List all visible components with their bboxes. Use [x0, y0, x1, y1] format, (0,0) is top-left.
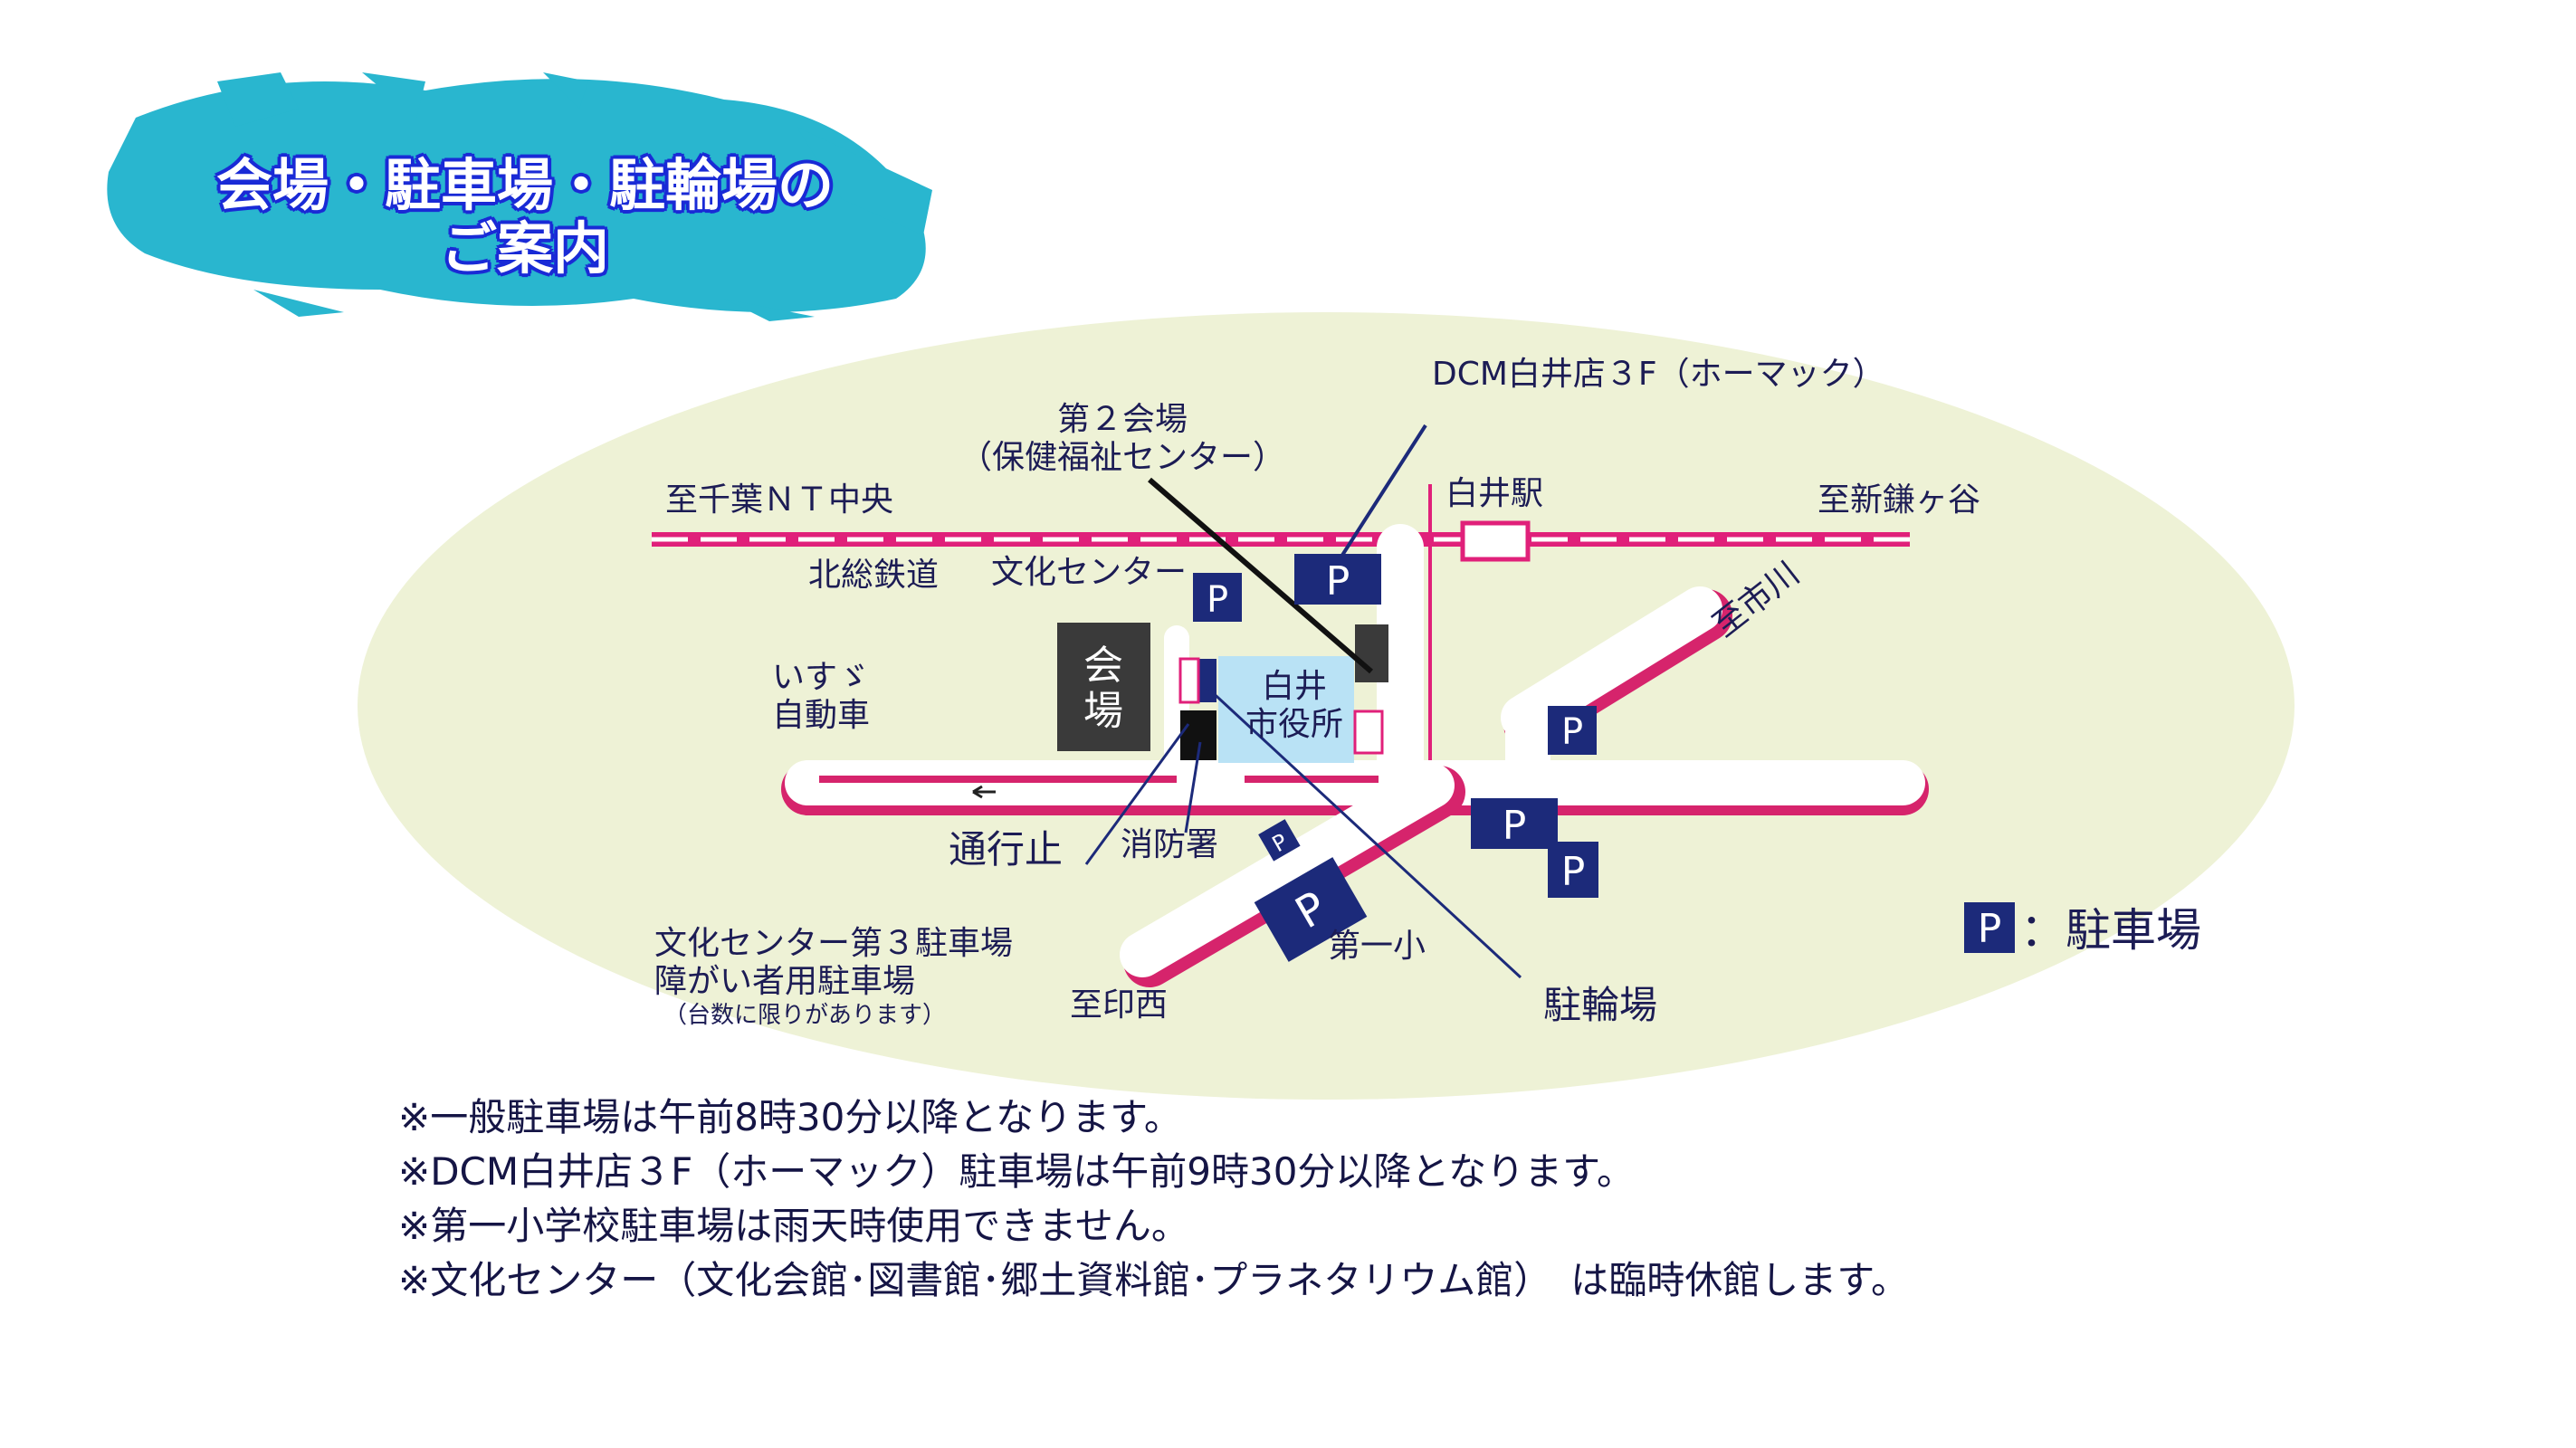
shiroi-station-marker — [1460, 520, 1531, 562]
legend-text: ：駐車場 — [2020, 904, 2201, 957]
direction-arrow — [972, 785, 996, 799]
label-city-hall-line1: 白井 — [1261, 668, 1327, 705]
parking-markers — [1193, 554, 1598, 962]
venue-label-top: 会 — [1083, 643, 1123, 689]
venue-building — [1057, 623, 1150, 751]
label-second-venue-line2: （保健福祉センター） — [959, 439, 1286, 476]
label-bunka-lot-line3: （台数に限りがあります） — [663, 1002, 947, 1029]
label-to-shinkamagaya: 至新鎌ヶ谷 — [1818, 481, 1981, 519]
title-line-2: ご案内 — [440, 215, 609, 281]
city-hall-small-marker — [1353, 710, 1384, 755]
label-bunka-center: 文化センター — [991, 554, 1188, 591]
parking-symbol: P — [1561, 849, 1586, 895]
legend-parking-symbol: P — [1978, 906, 2002, 952]
label-bunka-lot-line2: 障がい者用駐車場 — [654, 963, 916, 1000]
label-isuzu-line1: いすゞ — [772, 659, 871, 696]
page-title: 会場・駐車場・駐輪場の ご案内 — [109, 154, 941, 281]
parking-marker-bunka — [1193, 573, 1242, 622]
parking-marker-south-1 — [1471, 798, 1558, 849]
hokuso-railway-line — [652, 532, 1910, 547]
venue-label-bottom: 場 — [1083, 688, 1123, 734]
label-city-hall-line2: 市役所 — [1245, 706, 1343, 743]
city-hall-block — [1218, 656, 1354, 763]
label-isuzu-line2: 自動車 — [772, 697, 871, 734]
notes-list: ※一般駐車場は午前8時30分以降となります。 ※DCM白井店３F（ホーマック）駐… — [398, 1091, 1909, 1308]
parking-symbol: P — [1207, 579, 1228, 621]
note-item: ※第一小学校駐車場は雨天時使用できません。 — [398, 1204, 1189, 1248]
parking-marker-daiichi — [1254, 857, 1368, 962]
parking-marker-inzai-small — [1258, 819, 1301, 862]
note-item: ※DCM白井店３F（ホーマック）駐車場は午前9時30分以降となります。 — [398, 1149, 1635, 1194]
note-item: ※文化センター（文化会館･図書館･郷土資料館･プラネタリウム館） は臨時休館しま… — [398, 1258, 1909, 1302]
label-dcm: DCM白井店３F（ホーマック） — [1432, 356, 1885, 393]
bicycle-parking-building — [1198, 659, 1216, 702]
road-closed-marker-right — [1245, 776, 1379, 783]
label-bunka-lot-line1: 文化センター第３駐車場 — [654, 925, 1014, 962]
label-second-venue: 第２会場 （保健福祉センター） — [959, 401, 1285, 477]
parking-symbol: P — [1561, 711, 1583, 753]
label-fire-station: 消防署 — [1121, 826, 1219, 863]
label-closed: 通行止 — [949, 827, 1064, 872]
closed-section-marker — [1178, 657, 1200, 704]
note-item: ※一般駐車場は午前8時30分以降となります。 — [398, 1095, 1182, 1139]
label-isuzu: いすゞ 自動車 — [772, 659, 870, 735]
label-bicycle-parking: 駐輪場 — [1543, 983, 1658, 1027]
parking-marker-south-2 — [1548, 842, 1598, 898]
label-shiroi-station: 白井駅 — [1445, 475, 1544, 512]
label-to-inzai: 至印西 — [1070, 986, 1169, 1024]
label-city-hall: 白井 市役所 — [1226, 668, 1362, 744]
second-venue-building — [1355, 624, 1388, 682]
label-bunka-lot: 文化センター第３駐車場 障がい者用駐車場 （台数に限りがあります） — [654, 925, 1013, 1030]
parking-symbol: P — [1503, 803, 1527, 849]
label-daiichi: 第一小 — [1328, 928, 1426, 965]
leader-lines — [1084, 424, 1522, 979]
title-line-1: 会場・駐車場・駐輪場の — [215, 152, 834, 218]
road-closed-marker-left — [819, 776, 1177, 783]
parking-marker-ichikawa — [1548, 706, 1597, 755]
title-banner — [107, 72, 932, 321]
label-second-venue-line1: 第２会場 — [1056, 401, 1188, 438]
label-hokuso-railway: 北総鉄道 — [808, 557, 940, 594]
parking-symbol: P — [1326, 558, 1350, 605]
legend-parking-box — [1964, 902, 2015, 953]
parking-marker-dcm — [1294, 554, 1381, 605]
label-to-chiba-nt: 至千葉ＮＴ中央 — [665, 481, 894, 519]
